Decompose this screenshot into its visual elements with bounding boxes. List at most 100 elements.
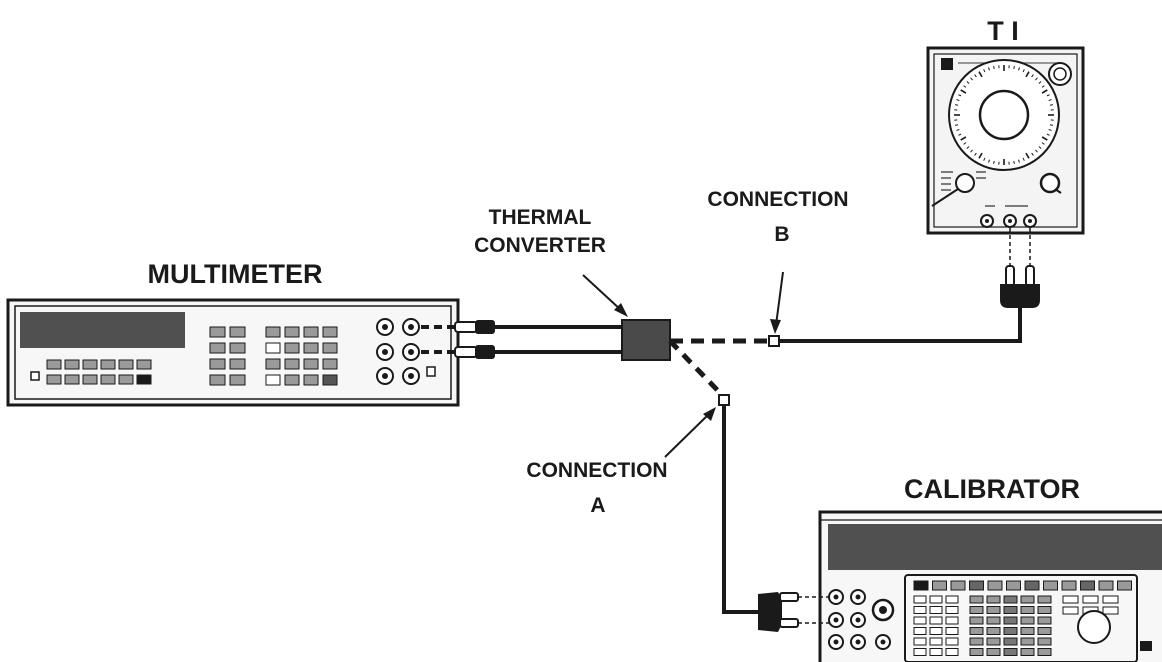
connection-a-label-line1: CONNECTION xyxy=(526,459,667,482)
multimeter-key xyxy=(136,374,152,385)
multimeter-key xyxy=(322,358,338,370)
calibrator-key xyxy=(1003,595,1018,604)
calibrator-key xyxy=(932,580,947,591)
jack-center xyxy=(833,617,839,623)
calibrator-key xyxy=(929,606,943,614)
dial-tick xyxy=(960,136,967,141)
calibrator-key xyxy=(1037,637,1052,646)
jack-center xyxy=(855,617,861,623)
jack-center xyxy=(879,606,887,614)
jack-center xyxy=(833,594,839,600)
calibrator-key xyxy=(1037,595,1052,604)
multimeter-key xyxy=(229,326,246,338)
calibrator-key xyxy=(1003,637,1018,646)
connection-b-node xyxy=(768,335,780,347)
multimeter-key xyxy=(265,374,281,386)
calibrator-cable xyxy=(722,405,760,614)
dial-tick xyxy=(1013,160,1015,165)
dial-tick xyxy=(978,152,983,159)
calibrator-key xyxy=(1003,606,1018,614)
dial-tick xyxy=(1041,142,1045,145)
calibrator-key xyxy=(950,580,966,591)
calibrator-key xyxy=(1037,616,1052,625)
dial-tick xyxy=(983,69,986,73)
multimeter-key xyxy=(322,326,338,338)
connection-b-label-line1: CONNECTION xyxy=(707,188,848,211)
calibrator-key xyxy=(1037,648,1052,656)
multimeter-key xyxy=(229,374,246,386)
dial-tick xyxy=(963,142,967,145)
dial-tick xyxy=(1041,136,1048,141)
dial-tick xyxy=(1041,89,1048,94)
calibrator-key xyxy=(1020,648,1035,656)
dial-tick xyxy=(1025,71,1030,78)
multimeter-key xyxy=(100,359,116,370)
calibrator-key xyxy=(969,648,984,656)
leader-arrows xyxy=(582,271,784,458)
calibrator-key xyxy=(1082,595,1099,604)
jack-center xyxy=(855,594,861,600)
calibrator-key xyxy=(929,627,943,635)
jack-center xyxy=(382,373,388,379)
dial-tick xyxy=(966,81,970,84)
jack-center xyxy=(855,639,861,645)
dial-tick xyxy=(1049,104,1054,106)
jack-center xyxy=(833,639,839,645)
multimeter xyxy=(6,298,460,407)
calibrator-key xyxy=(1020,606,1035,614)
converter-output-leads xyxy=(668,338,770,400)
calibrator-knob xyxy=(1077,610,1111,644)
dial-tick xyxy=(1018,67,1020,71)
calibrator-key xyxy=(969,637,984,646)
multimeter-key xyxy=(322,374,338,386)
multimeter-key xyxy=(118,374,134,385)
dial-tick xyxy=(966,146,970,149)
dial-tick xyxy=(993,160,995,165)
dial-tick xyxy=(983,157,986,161)
dial-tick xyxy=(974,74,977,78)
thermal-converter-label-line2: CONVERTER xyxy=(474,234,606,257)
multimeter-key xyxy=(100,374,116,385)
calibrator-key xyxy=(945,627,959,635)
calibrator-key xyxy=(1062,595,1079,604)
dial-tick xyxy=(1048,129,1052,131)
calibrator-key xyxy=(945,595,959,604)
dial-tick xyxy=(1038,81,1042,84)
multimeter-display xyxy=(20,312,185,348)
calibrator-key xyxy=(1003,648,1018,656)
calibrator-key xyxy=(1117,580,1132,591)
multimeter-small-switch xyxy=(426,366,436,377)
ti-dial-scale xyxy=(954,65,1054,165)
multimeter-key xyxy=(229,358,246,370)
jack-center xyxy=(408,373,414,379)
dial-tick xyxy=(993,65,995,70)
calibrator-key xyxy=(1102,606,1119,615)
dial-tick xyxy=(1041,85,1045,88)
calibrator-key xyxy=(913,637,927,646)
calibrator-key xyxy=(969,627,984,635)
calibrator-key xyxy=(913,595,927,604)
ti-cable xyxy=(779,305,1022,343)
multimeter-key xyxy=(265,358,281,370)
calibrator-key xyxy=(987,580,1003,591)
calibrator-key xyxy=(986,595,1001,604)
calibrator-key xyxy=(1020,637,1035,646)
calibrator-key xyxy=(913,580,929,591)
calibrator-key xyxy=(1003,627,1018,635)
calibrator-key xyxy=(945,648,959,656)
calibrator-key xyxy=(929,595,943,604)
multimeter-label: MULTIMETER xyxy=(148,259,323,289)
multimeter-key xyxy=(322,342,338,354)
dial-tick xyxy=(1013,65,1015,70)
calibrator-key xyxy=(1080,580,1095,591)
multimeter-key xyxy=(82,374,98,385)
dial-tick xyxy=(960,89,967,94)
dial-tick xyxy=(1025,152,1030,159)
dial-tick xyxy=(963,85,967,88)
dial-tick xyxy=(958,94,962,97)
calibrator-key xyxy=(1102,595,1119,604)
dial-tick xyxy=(970,149,973,153)
calibrator-key xyxy=(986,627,1001,635)
calibrator-key xyxy=(1098,580,1114,591)
